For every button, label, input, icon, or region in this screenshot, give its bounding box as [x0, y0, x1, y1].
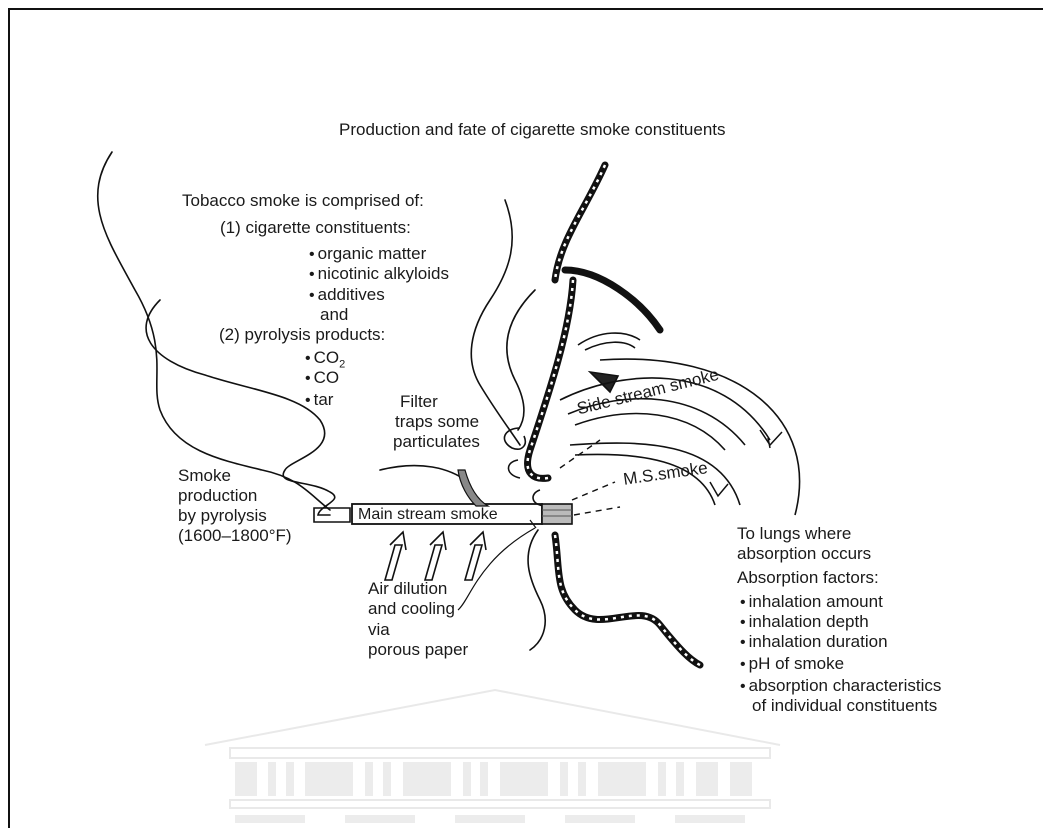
ms-dash-2: [574, 507, 620, 515]
production-label: Smoke: [178, 466, 231, 486]
group1-item: nicotinic alkyloids: [309, 264, 449, 285]
air-arrows: [385, 532, 486, 580]
connector: and: [320, 305, 348, 325]
production-label: by pyrolysis: [178, 506, 267, 526]
lungs-label: absorption occurs: [737, 544, 871, 564]
absorption-heading: Absorption factors:: [737, 568, 879, 588]
face-nose: [528, 280, 573, 478]
group1-label: (1) cigarette constituents:: [220, 218, 411, 238]
main-stream-label: Main stream smoke: [358, 505, 498, 525]
absorption-item: pH of smoke: [740, 654, 844, 675]
absorption-item: absorption characteristics: [740, 676, 941, 697]
absorption-item: inhalation amount: [740, 592, 883, 613]
filter-label: Filter: [400, 392, 438, 412]
air-dilution-label: via: [368, 620, 390, 640]
filter-label: particulates: [393, 432, 480, 452]
side-stream-arrow: [760, 430, 782, 448]
composition-heading: Tobacco smoke is comprised of:: [182, 191, 424, 211]
air-dilution-label: and cooling: [368, 599, 455, 619]
filter-label: traps some: [395, 412, 479, 432]
group1-item: organic matter: [309, 244, 426, 265]
lungs-label: To lungs where: [737, 524, 851, 544]
group1-item: additives: [309, 285, 385, 306]
air-leader: [458, 528, 535, 610]
production-label: production: [178, 486, 257, 506]
group2-label: (2) pyrolysis products:: [219, 325, 385, 345]
smoke-wisp-bottom: [528, 530, 545, 650]
smoke-wisp-center-2: [507, 290, 535, 430]
ms-dash-1: [572, 482, 615, 500]
production-label: (1600–1800°F): [178, 526, 292, 546]
ms-arrow: [710, 482, 728, 496]
lip-mouth: [508, 460, 520, 478]
absorption-item: inhalation duration: [740, 632, 888, 653]
air-dilution-label: porous paper: [368, 640, 468, 660]
absorption-item: inhalation depth: [740, 612, 869, 633]
absorption-item-continuation: of individual constituents: [752, 696, 937, 716]
diagram-title: Production and fate of cigarette smoke c…: [339, 120, 726, 140]
group2-item: CO: [305, 368, 339, 389]
smoke-wisp-filter: [380, 466, 468, 482]
air-dilution-label: Air dilution: [368, 579, 447, 599]
face-chin: [555, 535, 700, 665]
face-brow: [565, 270, 660, 330]
group2-item: tar: [305, 390, 333, 411]
